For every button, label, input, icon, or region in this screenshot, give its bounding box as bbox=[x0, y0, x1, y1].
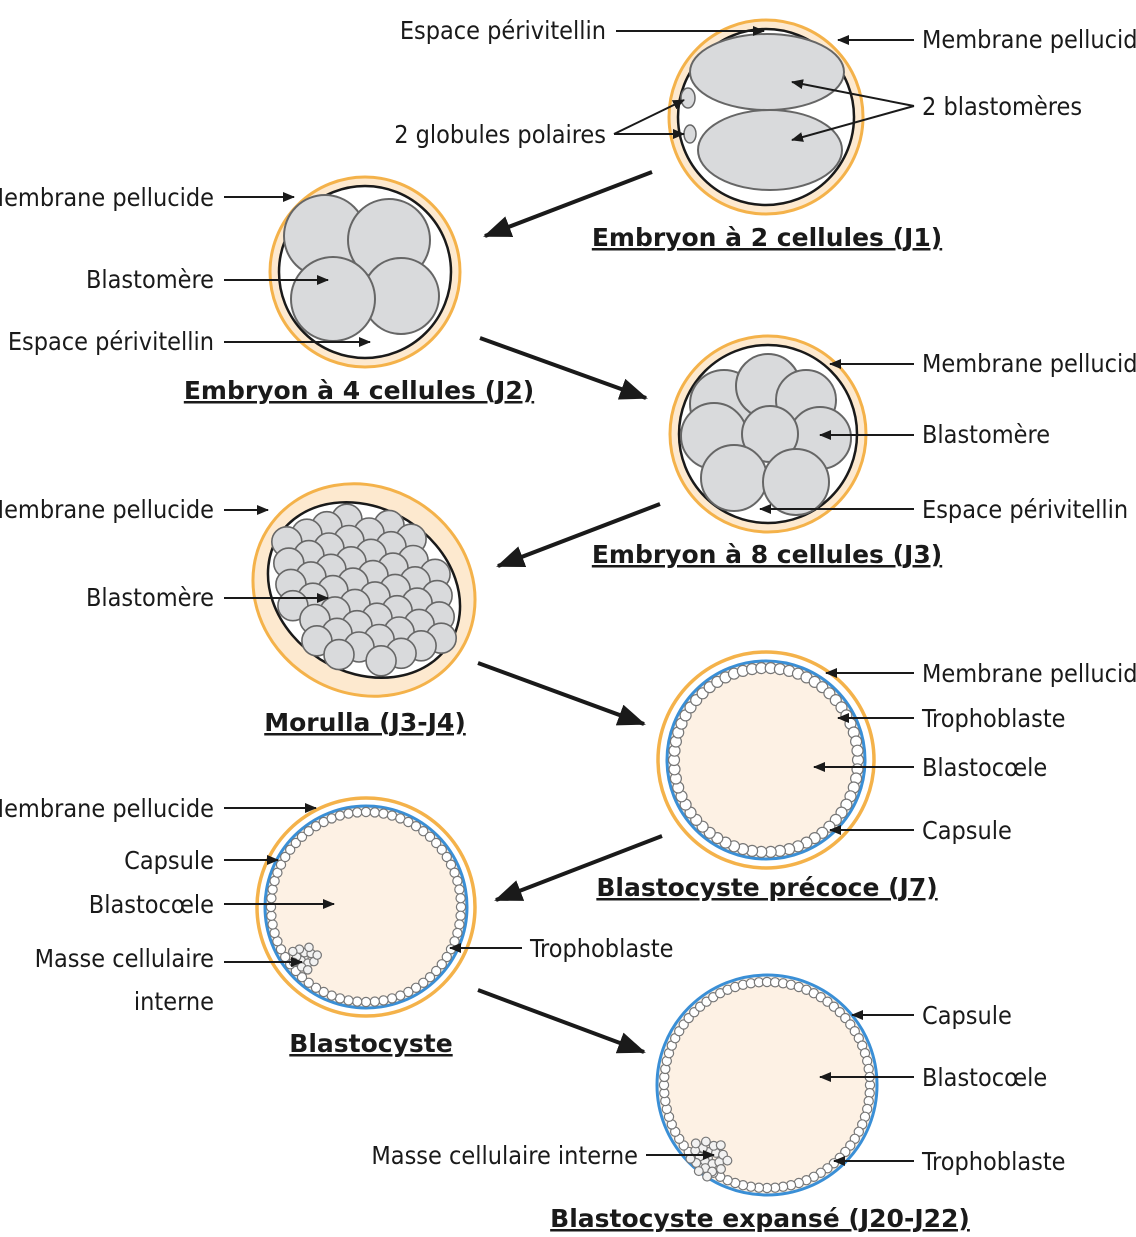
cell bbox=[455, 920, 464, 929]
cell bbox=[366, 646, 396, 676]
label-icm-line1: Masse cellulaire bbox=[35, 944, 214, 973]
cell bbox=[361, 997, 370, 1006]
label-polar-bodies: 2 globules polaires bbox=[394, 120, 606, 149]
cell bbox=[289, 947, 297, 955]
title-four-cell: Embryon à 4 cellules (J2) bbox=[184, 376, 534, 405]
label-zona: Membrane pellucide bbox=[0, 794, 214, 823]
label-capsule: Capsule bbox=[922, 1001, 1012, 1030]
cell bbox=[717, 1165, 726, 1174]
cell bbox=[456, 902, 465, 911]
label-zona: Membrane pellucide bbox=[922, 349, 1136, 378]
cell bbox=[268, 920, 277, 929]
cell bbox=[852, 745, 863, 756]
capsule bbox=[265, 806, 467, 1008]
blastomere bbox=[690, 34, 844, 110]
cell bbox=[694, 1167, 703, 1176]
cell bbox=[324, 640, 354, 670]
cell bbox=[370, 997, 379, 1006]
label-trophoblast: Trophoblaste bbox=[921, 704, 1066, 733]
cell bbox=[353, 997, 362, 1006]
stage-early-blastocyst bbox=[658, 652, 874, 868]
cell bbox=[723, 1156, 732, 1165]
title-eight-cell: Embryon à 8 cellules (J3) bbox=[592, 540, 942, 569]
cell bbox=[370, 808, 379, 817]
cell bbox=[716, 1141, 725, 1150]
blastomere bbox=[698, 110, 842, 190]
label-trophoblast: Trophoblaste bbox=[529, 934, 674, 963]
label-zona: Membrane pellucide bbox=[0, 183, 214, 212]
cell bbox=[703, 1172, 712, 1181]
progression-arrows bbox=[478, 172, 662, 1052]
stage-four-cell bbox=[270, 177, 460, 367]
title-two-cell: Embryon à 2 cellules (J1) bbox=[592, 223, 942, 252]
polar-body bbox=[684, 125, 696, 143]
stage-blastocyst bbox=[257, 798, 475, 1016]
cell bbox=[305, 943, 313, 951]
cell bbox=[387, 994, 396, 1003]
polar-body bbox=[681, 88, 695, 108]
cell bbox=[268, 885, 277, 894]
label-capsule: Capsule bbox=[124, 846, 214, 875]
label-zona: Membrane pellucide bbox=[922, 659, 1136, 688]
cell bbox=[361, 807, 370, 816]
cell bbox=[344, 809, 353, 818]
label-zona: Membrane pellucide bbox=[0, 495, 214, 524]
cell bbox=[344, 996, 353, 1005]
label-perivitelline: Espace périvitellin bbox=[400, 16, 606, 45]
label-icm-line2: interne bbox=[134, 987, 214, 1016]
cell bbox=[267, 911, 276, 920]
cell bbox=[313, 951, 321, 959]
cell bbox=[691, 1139, 700, 1148]
label-icm: Masse cellulaire interne bbox=[371, 1141, 638, 1170]
label-capsule: Capsule bbox=[922, 816, 1012, 845]
blastomere bbox=[291, 257, 375, 341]
cell bbox=[267, 894, 276, 903]
title-morula: Morulla (J3-J4) bbox=[264, 708, 466, 737]
title-early-blastocyst: Blastocyste précoce (J7) bbox=[596, 873, 937, 902]
label-blastocoel: Blastocœle bbox=[922, 753, 1047, 782]
stage-morula bbox=[213, 442, 516, 738]
cell bbox=[304, 966, 312, 974]
label-blastomeres: 2 blastomères bbox=[922, 92, 1082, 121]
label-zona: Membrane pellucide bbox=[922, 25, 1136, 54]
label-trophoblast: Trophoblaste bbox=[921, 1147, 1066, 1176]
label-perivitelline: Espace périvitellin bbox=[922, 495, 1128, 524]
label-blastomere: Blastomère bbox=[86, 265, 214, 294]
cell bbox=[379, 996, 388, 1005]
cell bbox=[379, 809, 388, 818]
progression-arrow bbox=[478, 990, 644, 1052]
cell bbox=[353, 808, 362, 817]
cell bbox=[702, 1137, 711, 1146]
label-perivitelline: Espace périvitellin bbox=[8, 327, 214, 356]
stage-two-cell bbox=[669, 20, 863, 214]
cell bbox=[456, 911, 465, 920]
cell bbox=[456, 894, 465, 903]
cell bbox=[453, 876, 462, 885]
label-blastomere: Blastomère bbox=[922, 420, 1050, 449]
progression-arrow bbox=[478, 663, 644, 724]
label-blastocoel: Blastocœle bbox=[89, 890, 214, 919]
title-blastocyst: Blastocyste bbox=[289, 1029, 452, 1058]
cell bbox=[270, 928, 279, 937]
label-blastomere: Blastomère bbox=[86, 583, 214, 612]
cell bbox=[335, 811, 344, 820]
cell bbox=[455, 885, 464, 894]
label-blastocoel: Blastocœle bbox=[922, 1063, 1047, 1092]
title-expanded-blastocyst: Blastocyste expansé (J20-J22) bbox=[550, 1204, 970, 1233]
cell bbox=[763, 449, 829, 515]
cell bbox=[701, 445, 767, 511]
